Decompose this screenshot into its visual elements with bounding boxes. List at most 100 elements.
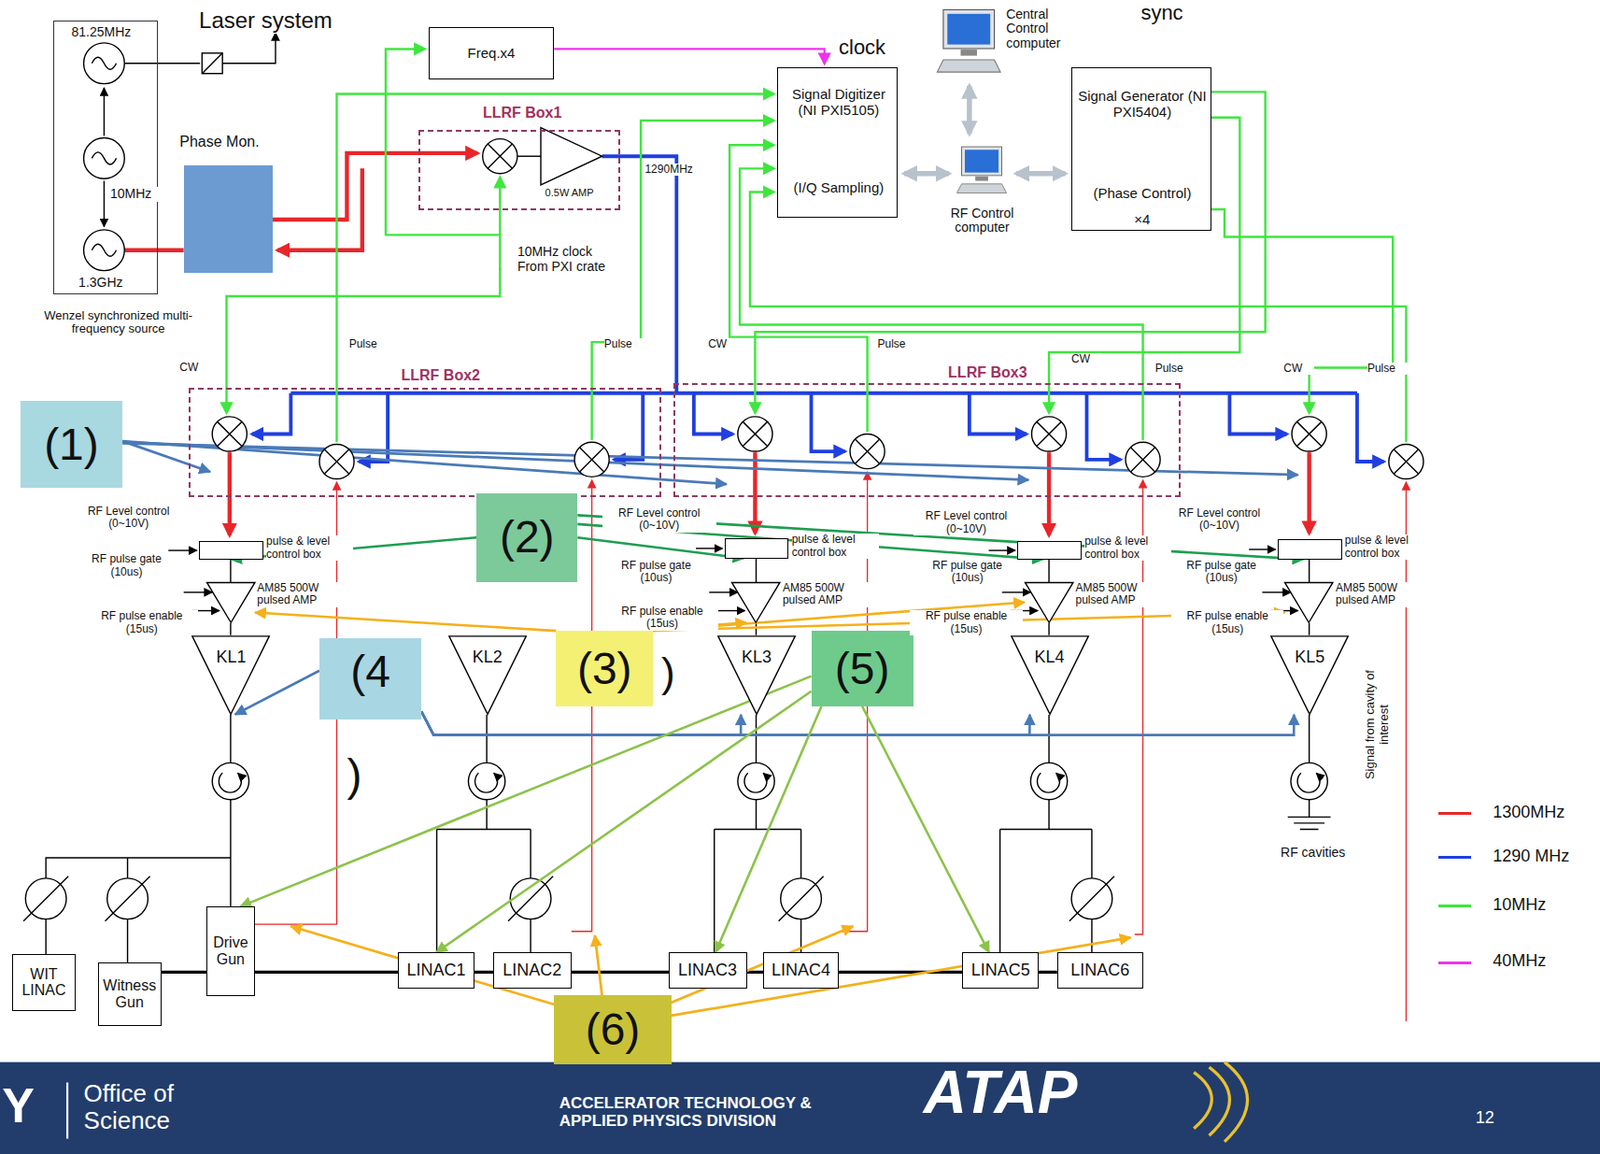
triangle-outline [717,635,796,715]
triangle-outline [732,581,780,623]
attenuator-symbol [23,876,69,921]
wenzel-internal [201,53,223,74]
node-text: Central Control computer [1005,7,1086,52]
callout-arrow [254,611,556,631]
rf-1290-wire [1229,393,1287,435]
linac-box: LINAC1 [397,951,475,988]
triangle-outline [1285,581,1333,623]
text-area: Witness Gun [99,962,161,1025]
wenzel-internal [222,32,276,64]
node-text: AM85 500W pulsed AMP [782,581,878,608]
amplifier-triangle: AM85 500W pulsed AMP [206,581,255,624]
circulator-symbol [1037,772,1061,793]
linac-box: LINAC3 [668,951,748,988]
linac-box: WIT LINAC [12,953,76,1010]
klystron-triangle: KL4 [1010,635,1090,715]
mixer-symbol [737,416,773,452]
circulator-symbol [212,762,1328,799]
control-input-wire [168,549,198,551]
rf-chain-wire [1288,799,1331,830]
signal-label: RF Level control (0~10V) [1162,507,1275,533]
signal-label: RF Level control (0~10V) [913,509,1020,536]
node-text: Phase Mon. [179,133,282,151]
node-text: Drive Gun [209,934,253,968]
clock-10mhz-wire [226,267,501,412]
mixer-symbol [212,416,247,452]
footer-band [66,1081,69,1138]
phase-monitor: Phase Mon. [184,165,273,273]
mixer-symbol [1393,449,1418,474]
mixer-symbol [1388,443,1424,479]
callout-1-leader [122,442,1299,475]
oscillator-symbol [84,229,126,271]
wenzel-internal [103,87,105,136]
signal-label: RF pulse gate (10us) [79,552,174,579]
amplifier-triangle: AM85 500W pulsed AMP [1024,581,1074,624]
oscillator-symbol [91,56,116,70]
node-text: (1) [43,419,100,470]
callout-6-leader [663,925,853,1006]
attenuator-symbol [23,876,1115,921]
triangle-outline [448,635,527,715]
rf-chain-wire [714,799,802,953]
clock-10mhz-wire [1211,209,1393,412]
callout-arrow [577,537,744,558]
callout-number: (4) [319,637,422,720]
rf-1290-wire [602,155,678,394]
rf-1290-wire [290,391,1358,396]
node-text: AM85 500W pulsed AMP [1335,581,1431,608]
text-area: LINAC4 [764,952,838,987]
node-text: WIT LINAC [14,965,73,1000]
legend-swatch [1438,811,1472,815]
circulator-symbol [744,772,767,793]
rf-1300-wire [124,153,1406,1021]
klystron-triangle: KL2 [448,635,527,715]
gun-box: Drive Gun [206,906,255,996]
mixer-symbol [1125,441,1161,477]
mixer-symbol [1036,421,1062,446]
node-text: pulse & level control box [1345,534,1432,560]
node-text: LLRF Box1 [471,104,574,122]
triangle-outline [1284,581,1333,624]
footer-band [0,1061,1600,1154]
text-area: LINAC2 [494,952,571,987]
attenuator-symbol [105,876,151,921]
signal-label: CW [707,338,739,351]
mixer-symbol [1130,447,1155,472]
mixer-symbol [487,143,512,169]
signal-label: clock [838,36,910,60]
mixer-symbol [319,443,354,479]
node-text: Freq.x4 [467,45,516,62]
legend-swatch [1438,855,1472,859]
oscillator-symbol [91,152,116,165]
text-area: Freq.x4 [429,28,553,79]
node-text: LLRF Box2 [395,367,487,384]
circulator-symbol [1290,762,1328,799]
triangle-outline [1024,581,1073,623]
control-box: pulse & level control box [1277,538,1343,560]
computer-icon [953,142,1010,197]
text-area: (1) [20,400,123,488]
control-input-wire [184,591,213,593]
node-text: LINAC1 [407,960,467,979]
rf-1300-wire [1047,452,1051,536]
computer-link [904,170,949,176]
computer-icon [933,4,1005,76]
triangle-outline [1271,635,1348,713]
footer-text: Office of Science [84,1079,238,1134]
mixer-symbol [324,449,349,474]
linac-box: LINAC2 [493,951,572,988]
triangle-outline [1270,635,1349,715]
callout-arrow [421,710,1294,735]
callout-arrow [862,706,990,952]
node-text: RF Control computer [934,206,1032,236]
control-input-wire [695,547,723,549]
rf-1300-wire [752,452,757,533]
triangle-outline [1024,581,1074,624]
text-area: (3) [555,630,653,707]
signal-label: Pulse [349,338,393,351]
text-area: Drive Gun [207,906,255,995]
signal-label: 1.3GHz [78,275,153,291]
clock-40mhz-wire [553,48,825,63]
rf-1300-wire [124,248,184,253]
